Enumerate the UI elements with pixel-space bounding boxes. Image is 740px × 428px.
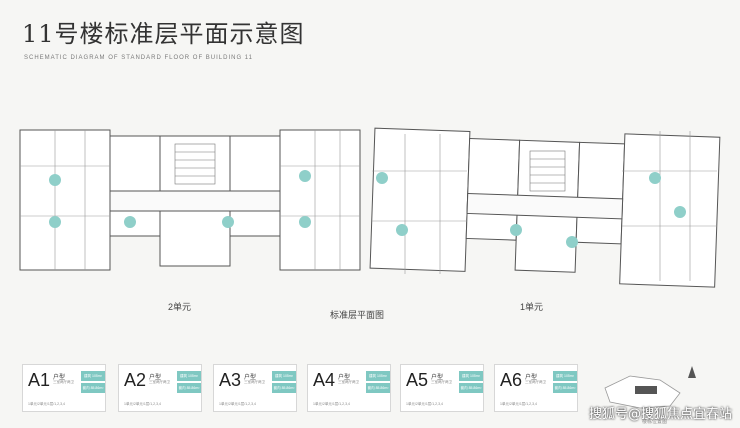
right-unit-label: 1单元 xyxy=(520,302,544,312)
north-arrow-icon xyxy=(688,366,696,378)
unit-area-1: 建筑 105m² xyxy=(177,371,201,381)
left-unit-plan xyxy=(19,129,361,271)
unit-type-desc: 三室两厅两卫 xyxy=(431,380,452,384)
unit-type-desc: 三室两厅两卫 xyxy=(149,380,170,384)
unit-area-1: 建筑 105m² xyxy=(366,371,390,381)
key-plan-label: 楼栋位置图 xyxy=(642,419,668,425)
key-plan-map xyxy=(604,366,696,409)
unit-type-code: A5 xyxy=(406,370,429,390)
page-subtitle: SCHEMATIC DIAGRAM OF STANDARD FLOOR OF B… xyxy=(24,55,254,61)
plan-caption: 标准层平面图 xyxy=(330,310,385,320)
unit-type-desc: 三室两厅两卫 xyxy=(525,380,546,384)
unit-type-code: A6 xyxy=(500,370,523,390)
unit-type-code: A1 xyxy=(28,370,51,390)
unit-type-card: A1 户型 三室两厅两卫 建筑 105m² 套内 85.86m² 1单元/2单元… xyxy=(22,364,106,412)
unit-area-1: 建筑 105m² xyxy=(272,371,296,381)
unit-note: 1单元/2单元/1层/1,2,3,4 xyxy=(500,402,537,406)
unit-area-2: 套内 85.86m² xyxy=(553,383,577,393)
unit-area-2: 套内 85.86m² xyxy=(459,383,483,393)
unit-area-1: 建筑 105m² xyxy=(81,371,105,381)
unit-type-label: 户型 xyxy=(53,375,66,381)
unit-note: 1单元/2单元/1层/1,2,3,4 xyxy=(313,402,350,406)
unit-type-code: A2 xyxy=(124,370,147,390)
unit-type-label: 户型 xyxy=(525,375,538,381)
floor-plan xyxy=(19,127,721,288)
unit-type-label: 户型 xyxy=(431,375,444,381)
unit-type-desc: 三室两厅两卫 xyxy=(244,380,265,384)
unit-area-1: 建筑 105m² xyxy=(553,371,577,381)
unit-type-label: 户型 xyxy=(149,375,162,381)
unit-type-desc: 三室两厅两卫 xyxy=(53,380,74,384)
unit-type-card: A4 户型 三室两厅两卫 建筑 105m² 套内 85.86m² 1单元/2单元… xyxy=(307,364,391,412)
unit-type-card: A3 户型 三室两厅两卫 建筑 105m² 套内 85.86m² 1单元/2单元… xyxy=(213,364,297,412)
unit-type-code: A3 xyxy=(219,370,242,390)
unit-type-card: A5 户型 三室两厅两卫 建筑 105m² 套内 85.86m² 1单元/2单元… xyxy=(400,364,484,412)
unit-type-card: A2 户型 三室两厅两卫 建筑 105m² 套内 85.86m² 1单元/2单元… xyxy=(118,364,202,412)
unit-note: 1单元/2单元/1层/1,2,3,4 xyxy=(124,402,161,406)
watermark: 搜狐号@搜狐焦点宜春站 xyxy=(588,407,732,422)
unit-note: 1单元/2单元/1层/1,2,3,4 xyxy=(28,402,65,406)
unit-area-1: 建筑 105m² xyxy=(459,371,483,381)
unit-type-desc: 三室两厅两卫 xyxy=(338,380,359,384)
unit-type-label: 户型 xyxy=(338,375,351,381)
unit-area-2: 套内 85.86m² xyxy=(366,383,390,393)
left-unit-label: 2单元 xyxy=(168,302,192,312)
unit-type-legend: A1 户型 三室两厅两卫 建筑 105m² 套内 85.86m² 1单元/2单元… xyxy=(0,352,740,428)
unit-note: 1单元/2单元/1层/1,2,3,4 xyxy=(406,402,443,406)
unit-type-label: 户型 xyxy=(244,375,257,381)
unit-type-card: A6 户型 三室两厅两卫 建筑 105m² 套内 85.86m² 1单元/2单元… xyxy=(494,364,578,412)
unit-area-2: 套内 85.86m² xyxy=(177,383,201,393)
stair-core-icon xyxy=(174,143,566,192)
right-unit-plan xyxy=(369,127,721,288)
unit-area-2: 套内 85.86m² xyxy=(272,383,296,393)
page-title: 11号楼标准层平面示意图 xyxy=(22,20,305,48)
unit-note: 1单元/2单元/1层/1,2,3,4 xyxy=(219,402,256,406)
unit-type-code: A4 xyxy=(313,370,336,390)
unit-area-2: 套内 85.86m² xyxy=(81,383,105,393)
